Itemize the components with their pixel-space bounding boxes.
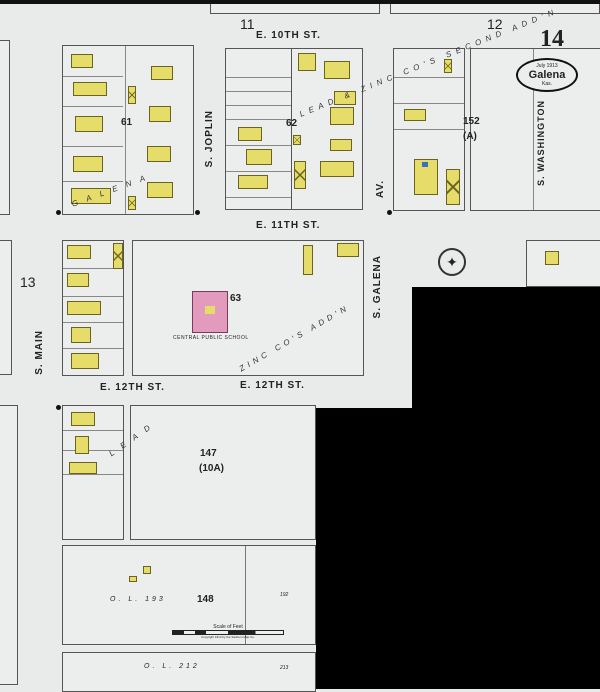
cartouche-city: Galena [528,69,566,81]
block-61-label: 61 [121,117,133,128]
map-border [0,0,600,4]
central-public-school-building[interactable] [192,291,228,333]
street-e12-right: E. 12TH ST. [240,380,305,391]
block-left-edge [0,40,10,215]
block-left-edge [0,240,12,375]
hydrant-icon [56,210,61,215]
hydrant-icon [387,210,392,215]
lot-192: 192 [280,592,289,598]
block-152-label: 152 [463,116,480,127]
block-148 [62,545,316,645]
unmapped-area [412,287,600,689]
block-152-sublabel: (A) [463,131,477,142]
outlot-212 [62,652,316,692]
block-147 [130,405,316,540]
outlot-193: O. L. 193 [110,596,166,603]
school-name: CENTRAL PUBLIC SCHOOL [173,335,249,341]
block-61 [62,45,194,215]
cartouche-date: July 1913 [536,63,558,69]
street-e11: E. 11TH ST. [256,220,321,231]
street-e12-left: E. 12TH ST. [100,382,165,393]
block-62 [225,48,363,210]
street-s-main: S. MAIN [34,330,45,375]
block-right-lower [526,240,600,287]
scale-of-feet: Scale of Feet Copyright 1913 by the Sanb… [172,624,284,640]
street-s-washington: S. WASHINGTON [536,100,546,186]
block-63-label: 63 [230,293,242,304]
compass-rose-icon: ✦ [438,248,466,276]
hydrant-icon [195,210,200,215]
street-av: AV. [375,180,386,199]
hydrant-icon [56,405,61,410]
block-62-label: 62 [286,118,298,129]
block-152 [393,48,465,211]
scale-label: Scale of Feet [213,624,243,630]
sheet-number: 14 [540,26,564,52]
block-147-west [62,405,124,540]
adjoining-sheet-12[interactable]: 12 [485,16,505,32]
block-148-label: 148 [197,594,214,605]
adjoining-sheet-11[interactable]: 11 [238,16,257,32]
adjoining-sheet-13[interactable]: 13 [18,274,38,290]
outlot-212-label: O. L. 212 [144,663,200,670]
unmapped-area [316,408,416,689]
block-left-edge [0,405,18,685]
street-e10: E. 10TH ST. [256,30,321,41]
street-s-joplin: S. JOPLIN [204,110,215,168]
street-s-galena: S. GALENA [372,255,383,319]
cartouche-state: Kas. [541,81,552,87]
lot-213: 213 [280,665,289,671]
scale-bar [172,630,284,635]
copyright: Copyright 1913 by the Sanborn Map Co. [201,635,255,639]
title-cartouche: July 1913 Galena Kas. [516,58,578,92]
block-147-sublabel: (10A) [199,463,225,474]
block-147-label: 147 [200,448,217,459]
block-west-middle [62,240,124,376]
block-63 [132,240,364,376]
